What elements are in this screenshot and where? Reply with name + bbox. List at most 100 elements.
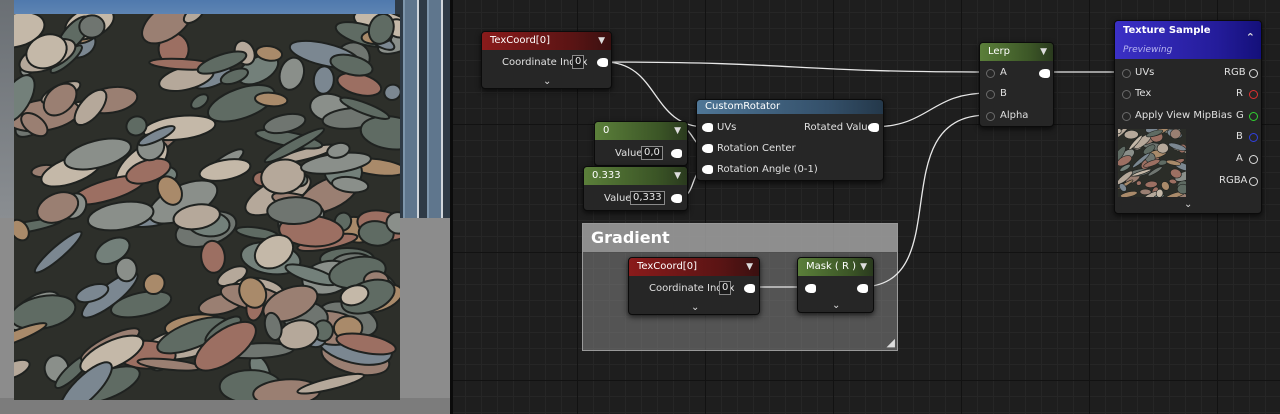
expand-chevron-icon[interactable]: ⌄ bbox=[1184, 199, 1193, 210]
texture-sample-header[interactable]: Texture Sample ⌃ Previewing bbox=[1115, 21, 1261, 59]
rotation-center-input-pin[interactable] bbox=[702, 144, 713, 153]
texcoord-node[interactable]: TexCoord[0]▼ Coordinate Index ⌄ bbox=[481, 31, 612, 89]
cobblestone bbox=[190, 93, 210, 110]
preview-viewport[interactable] bbox=[0, 0, 450, 414]
coordinate-index-field[interactable]: 0 bbox=[572, 55, 585, 69]
cobblestone bbox=[94, 236, 131, 266]
cobblestone bbox=[172, 203, 221, 231]
node-title: TexCoord[0] bbox=[490, 35, 550, 46]
constant-header[interactable]: 0.333▼ bbox=[584, 167, 687, 185]
value-label: Value bbox=[604, 193, 632, 204]
a-label: A bbox=[1000, 67, 1007, 78]
cobblestone bbox=[125, 157, 172, 185]
cobblestone bbox=[1168, 142, 1186, 151]
expand-chevron-icon[interactable]: ⌄ bbox=[691, 302, 700, 313]
cobblestone bbox=[1131, 168, 1152, 177]
chevron-down-icon[interactable]: ▼ bbox=[1040, 47, 1047, 57]
node-title: 0 bbox=[603, 125, 610, 136]
a-output-pin[interactable] bbox=[1249, 155, 1258, 164]
rotation-angle-input-pin[interactable] bbox=[702, 165, 713, 174]
output-pin[interactable] bbox=[671, 194, 682, 203]
b-output-pin[interactable] bbox=[1249, 133, 1258, 142]
a-input-pin[interactable] bbox=[986, 69, 995, 78]
collapse-chevron-icon[interactable]: ⌃ bbox=[1245, 31, 1255, 44]
texcoord-header[interactable]: TexCoord[0]▼ bbox=[629, 258, 759, 276]
output-pin[interactable] bbox=[744, 284, 755, 293]
constant-0333-node[interactable]: 0.333▼ Value 0,333 bbox=[583, 166, 688, 211]
constant-0-node[interactable]: 0▼ Value 0,0 bbox=[594, 121, 688, 166]
texcoord-header[interactable]: TexCoord[0] ▼ bbox=[482, 32, 611, 50]
a-label: A bbox=[1236, 153, 1243, 164]
texture-sample-node[interactable]: Texture Sample ⌃ Previewing UVs Tex Appl… bbox=[1114, 20, 1262, 214]
lerp-output-pin[interactable] bbox=[1039, 69, 1050, 78]
cobblestone bbox=[1143, 159, 1161, 168]
resize-grip-icon[interactable]: ◢ bbox=[886, 336, 895, 349]
cobblestone bbox=[278, 56, 306, 91]
output-pin[interactable] bbox=[597, 58, 608, 67]
alpha-input-pin[interactable] bbox=[986, 112, 995, 121]
r-output-pin[interactable] bbox=[1249, 90, 1258, 99]
custom-rotator-node[interactable]: CustomRotator UVs Rotation Center Rotati… bbox=[696, 99, 884, 181]
cobblestone bbox=[20, 112, 49, 138]
cobblestone bbox=[1118, 170, 1133, 185]
cobblestone bbox=[1170, 168, 1182, 179]
g-output-pin[interactable] bbox=[1249, 112, 1258, 121]
mask-r-node[interactable]: Mask ( R )▼ ⌄ bbox=[797, 257, 874, 313]
coordinate-index-label: Coordinate Index bbox=[649, 283, 735, 294]
cobblestone bbox=[137, 125, 176, 147]
lerp-header[interactable]: Lerp▼ bbox=[980, 43, 1053, 61]
cobblestone bbox=[198, 158, 252, 182]
cobblestone bbox=[42, 82, 78, 117]
expand-chevron-icon[interactable]: ⌄ bbox=[543, 76, 552, 87]
mipbias-input-pin[interactable] bbox=[1122, 112, 1131, 121]
chevron-down-icon[interactable]: ▼ bbox=[746, 262, 753, 272]
cobblestone bbox=[1128, 135, 1143, 151]
tex-label: Tex bbox=[1135, 88, 1152, 99]
cobblestone bbox=[1170, 129, 1182, 140]
chevron-down-icon[interactable]: ▼ bbox=[598, 36, 605, 46]
coordinate-index-field[interactable]: 0 bbox=[719, 281, 732, 295]
rgba-output-pin[interactable] bbox=[1249, 177, 1258, 186]
cobblestone bbox=[335, 332, 397, 356]
cobblestone bbox=[14, 294, 77, 331]
cobblestone bbox=[255, 45, 284, 62]
cobblestone-texture-preview bbox=[14, 14, 400, 400]
lerp-node[interactable]: Lerp▼ A B Alpha bbox=[979, 42, 1054, 127]
b-input-pin[interactable] bbox=[986, 90, 995, 99]
chevron-down-icon[interactable]: ▼ bbox=[674, 126, 681, 136]
cobblestone bbox=[79, 334, 145, 374]
output-pin[interactable] bbox=[671, 149, 682, 158]
cobblestone bbox=[75, 282, 110, 304]
tex-input-pin[interactable] bbox=[1122, 90, 1131, 99]
mask-input-pin[interactable] bbox=[805, 284, 816, 293]
value-field[interactable]: 0,333 bbox=[630, 191, 665, 205]
cobblestone bbox=[266, 196, 323, 226]
rotated-values-output-pin[interactable] bbox=[868, 123, 879, 132]
chevron-down-icon[interactable]: ▼ bbox=[674, 171, 681, 181]
cobblestone bbox=[219, 67, 249, 86]
cobblestone bbox=[1168, 178, 1177, 185]
cobblestone bbox=[1136, 180, 1142, 186]
cobblestone bbox=[254, 91, 289, 108]
cobblestone bbox=[339, 96, 391, 120]
mask-header[interactable]: Mask ( R )▼ bbox=[798, 258, 873, 276]
cobblestone bbox=[1118, 146, 1126, 165]
rgb-output-pin[interactable] bbox=[1249, 69, 1258, 78]
cobblestone bbox=[367, 14, 395, 45]
chevron-down-icon[interactable]: ▼ bbox=[860, 262, 867, 272]
uvs-label: UVs bbox=[1135, 67, 1155, 78]
cobblestone bbox=[125, 115, 148, 137]
cobblestone bbox=[14, 74, 36, 124]
uvs-input-pin[interactable] bbox=[1122, 69, 1131, 78]
comment-title[interactable]: Gradient bbox=[583, 224, 897, 252]
uvs-input-pin[interactable] bbox=[702, 123, 713, 132]
cobblestone bbox=[253, 233, 295, 270]
mipbias-label: Apply View MipBias bbox=[1135, 110, 1233, 121]
expand-chevron-icon[interactable]: ⌄ bbox=[832, 300, 841, 311]
gradient-texcoord-node[interactable]: TexCoord[0]▼ Coordinate Index 0 ⌄ bbox=[628, 257, 760, 315]
constant-header[interactable]: 0▼ bbox=[595, 122, 687, 140]
value-field[interactable]: 0,0 bbox=[641, 146, 663, 160]
mask-output-pin[interactable] bbox=[857, 284, 868, 293]
custom-rotator-header[interactable]: CustomRotator bbox=[697, 100, 883, 114]
cobblestone bbox=[114, 256, 138, 283]
